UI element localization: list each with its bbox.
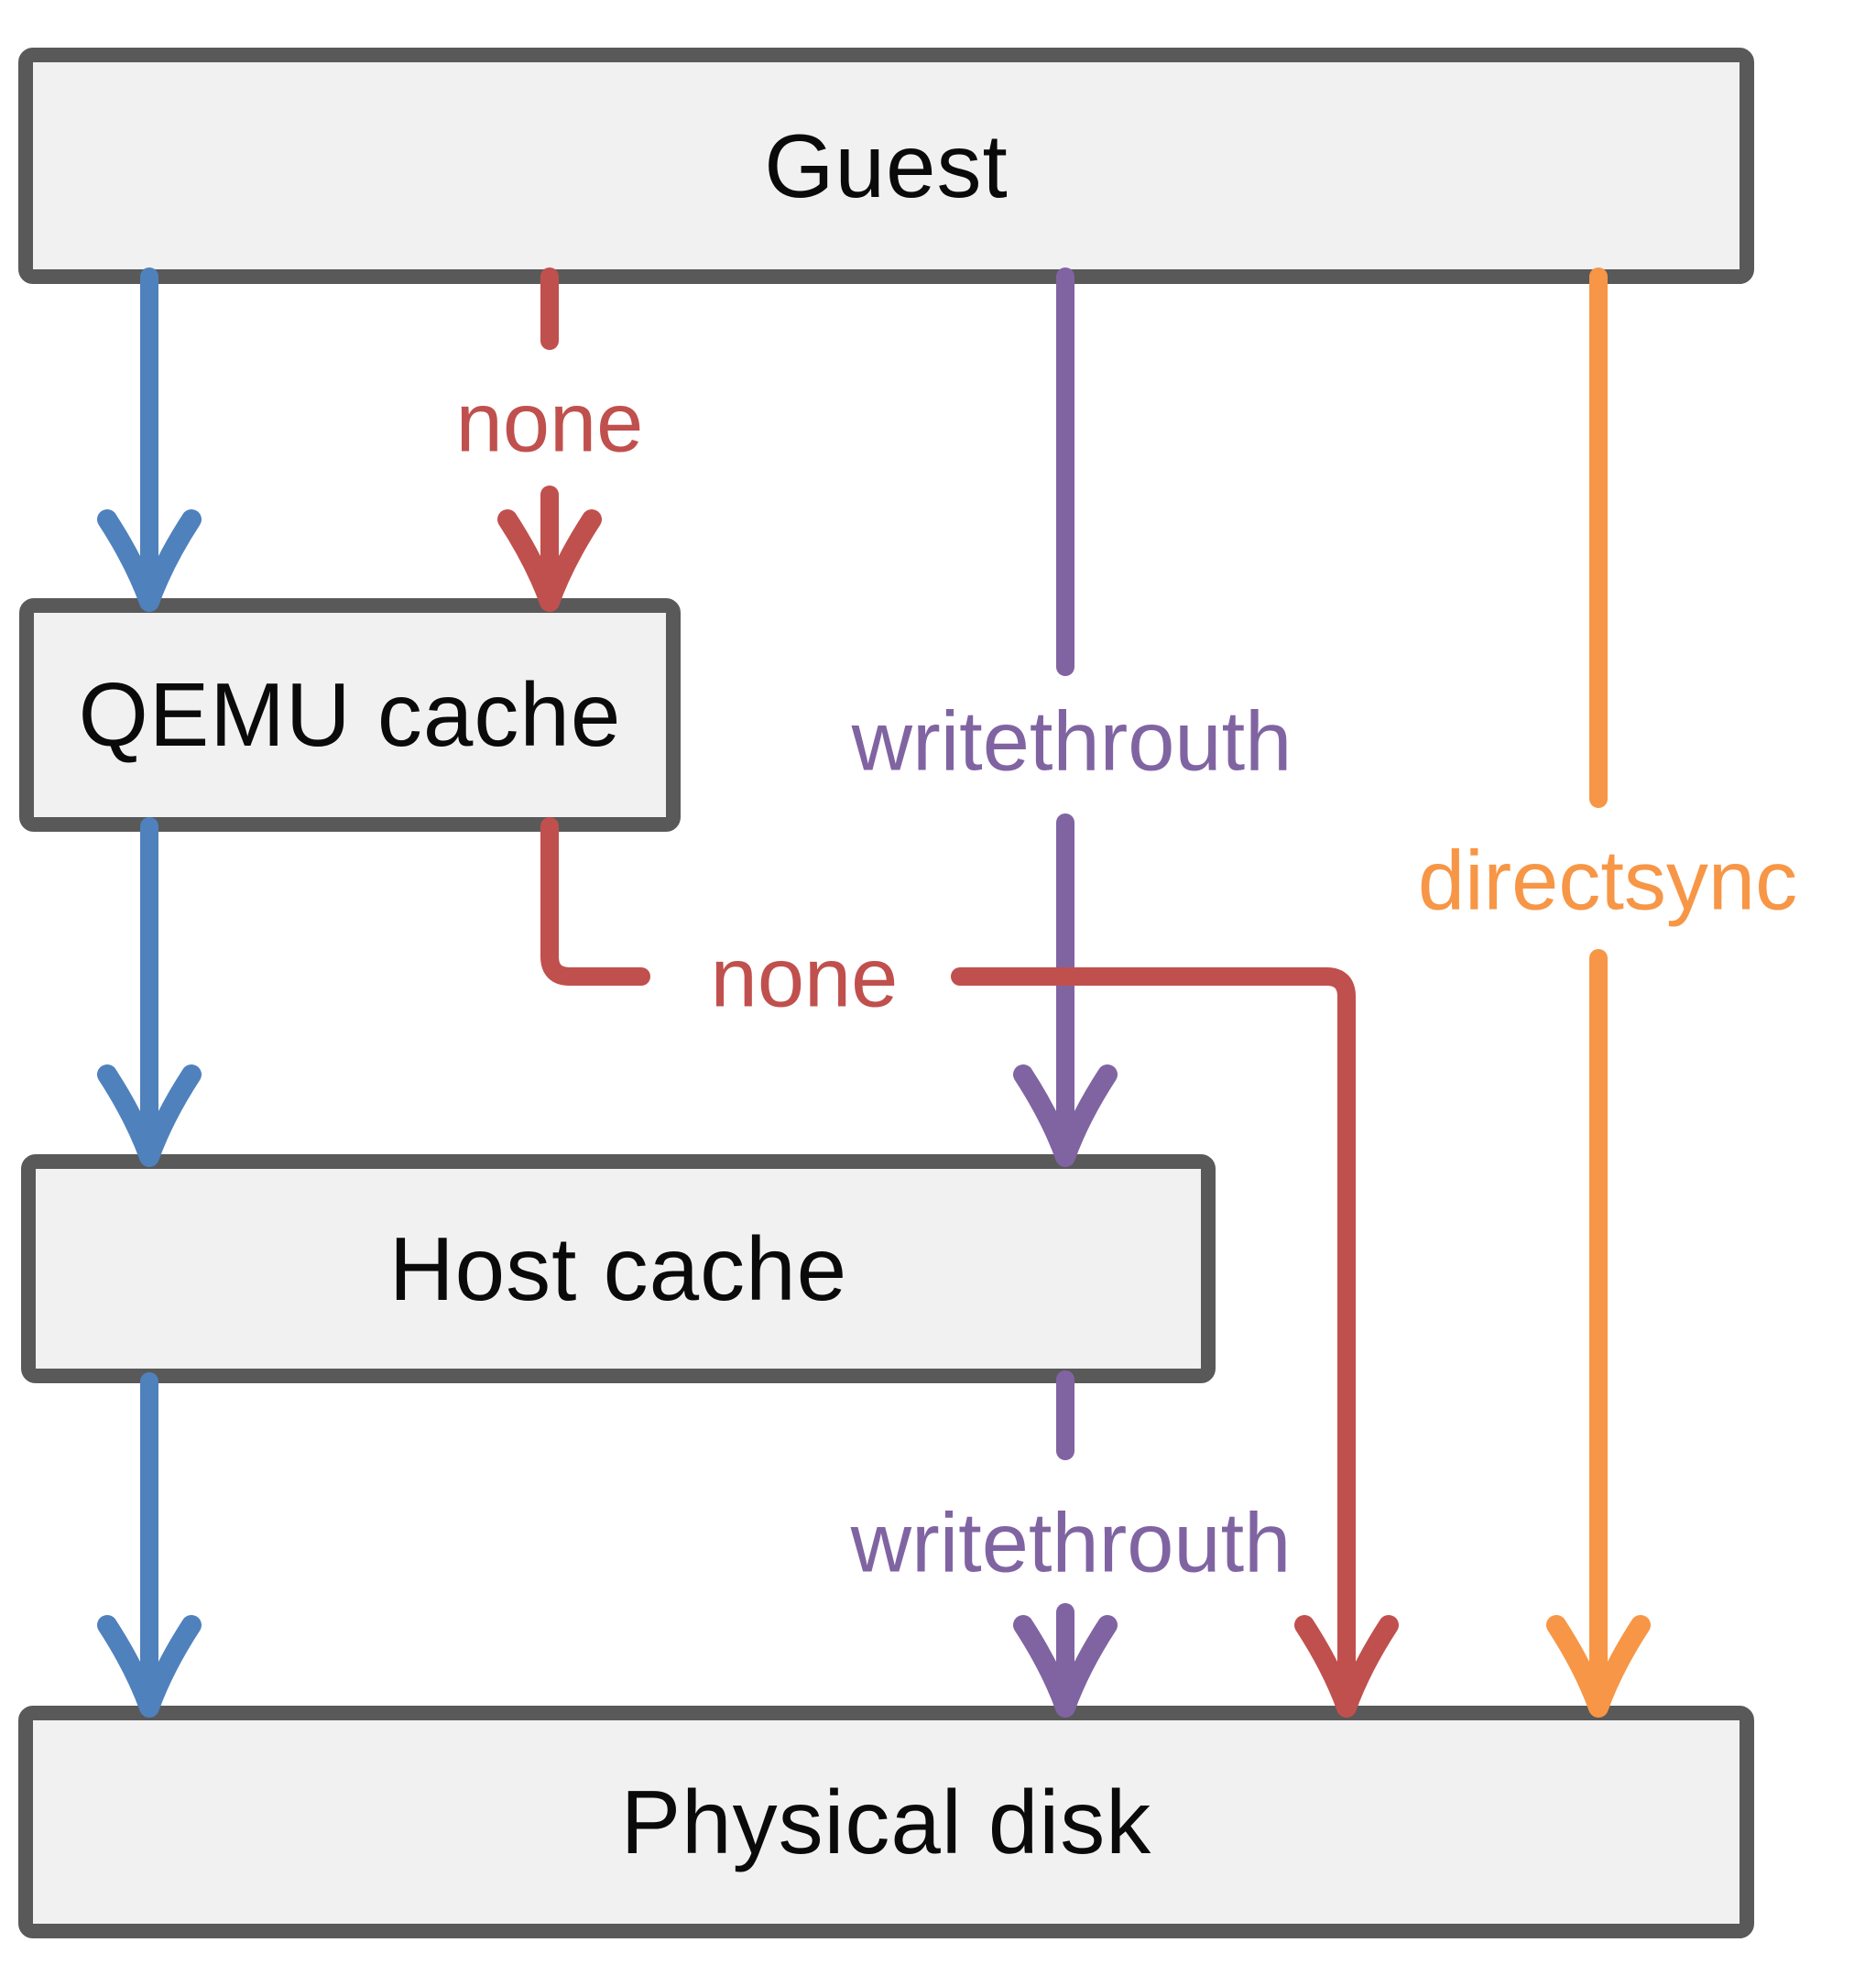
qemu-cache-box: QEMU cache xyxy=(19,598,681,832)
host-cache-box-label: Host cache xyxy=(388,1217,848,1319)
blue-arrow-host-to-disk-head-icon xyxy=(97,1615,202,1718)
qemu-cache-box-label: QEMU cache xyxy=(78,664,622,765)
guest-box: Guest xyxy=(18,48,1754,284)
host-cache-box: Host cache xyxy=(21,1154,1216,1383)
purple-arrow-to-disk-head-icon xyxy=(1013,1615,1118,1718)
guest-box-label: Guest xyxy=(764,115,1009,216)
edge-label-none-qemu-to-disk: none xyxy=(710,931,899,1025)
red-arrow-to-qemu-head-icon xyxy=(497,509,602,612)
physical-disk-box: Physical disk xyxy=(18,1706,1754,1938)
edge-label-writethrough-host-to-disk: writethrouth xyxy=(850,1496,1292,1590)
orange-arrowhead-icon xyxy=(1546,1615,1651,1718)
red-arrow-to-disk-head-icon xyxy=(1294,1615,1399,1718)
edge-label-directsync: directsync xyxy=(1417,834,1798,928)
edge-label-writethrough-guest-to-host: writethrouth xyxy=(851,694,1292,789)
physical-disk-box-label: Physical disk xyxy=(620,1771,1152,1872)
blue-arrow-qemu-to-host-head-icon xyxy=(97,1064,202,1167)
red-arrow-qemu-elbow-stub xyxy=(540,817,650,986)
purple-arrow-to-host-head-icon xyxy=(1013,1064,1118,1167)
blue-arrow-guest-to-qemu-head-icon xyxy=(97,509,202,612)
edge-label-none-guest-to-qemu: none xyxy=(455,376,644,470)
